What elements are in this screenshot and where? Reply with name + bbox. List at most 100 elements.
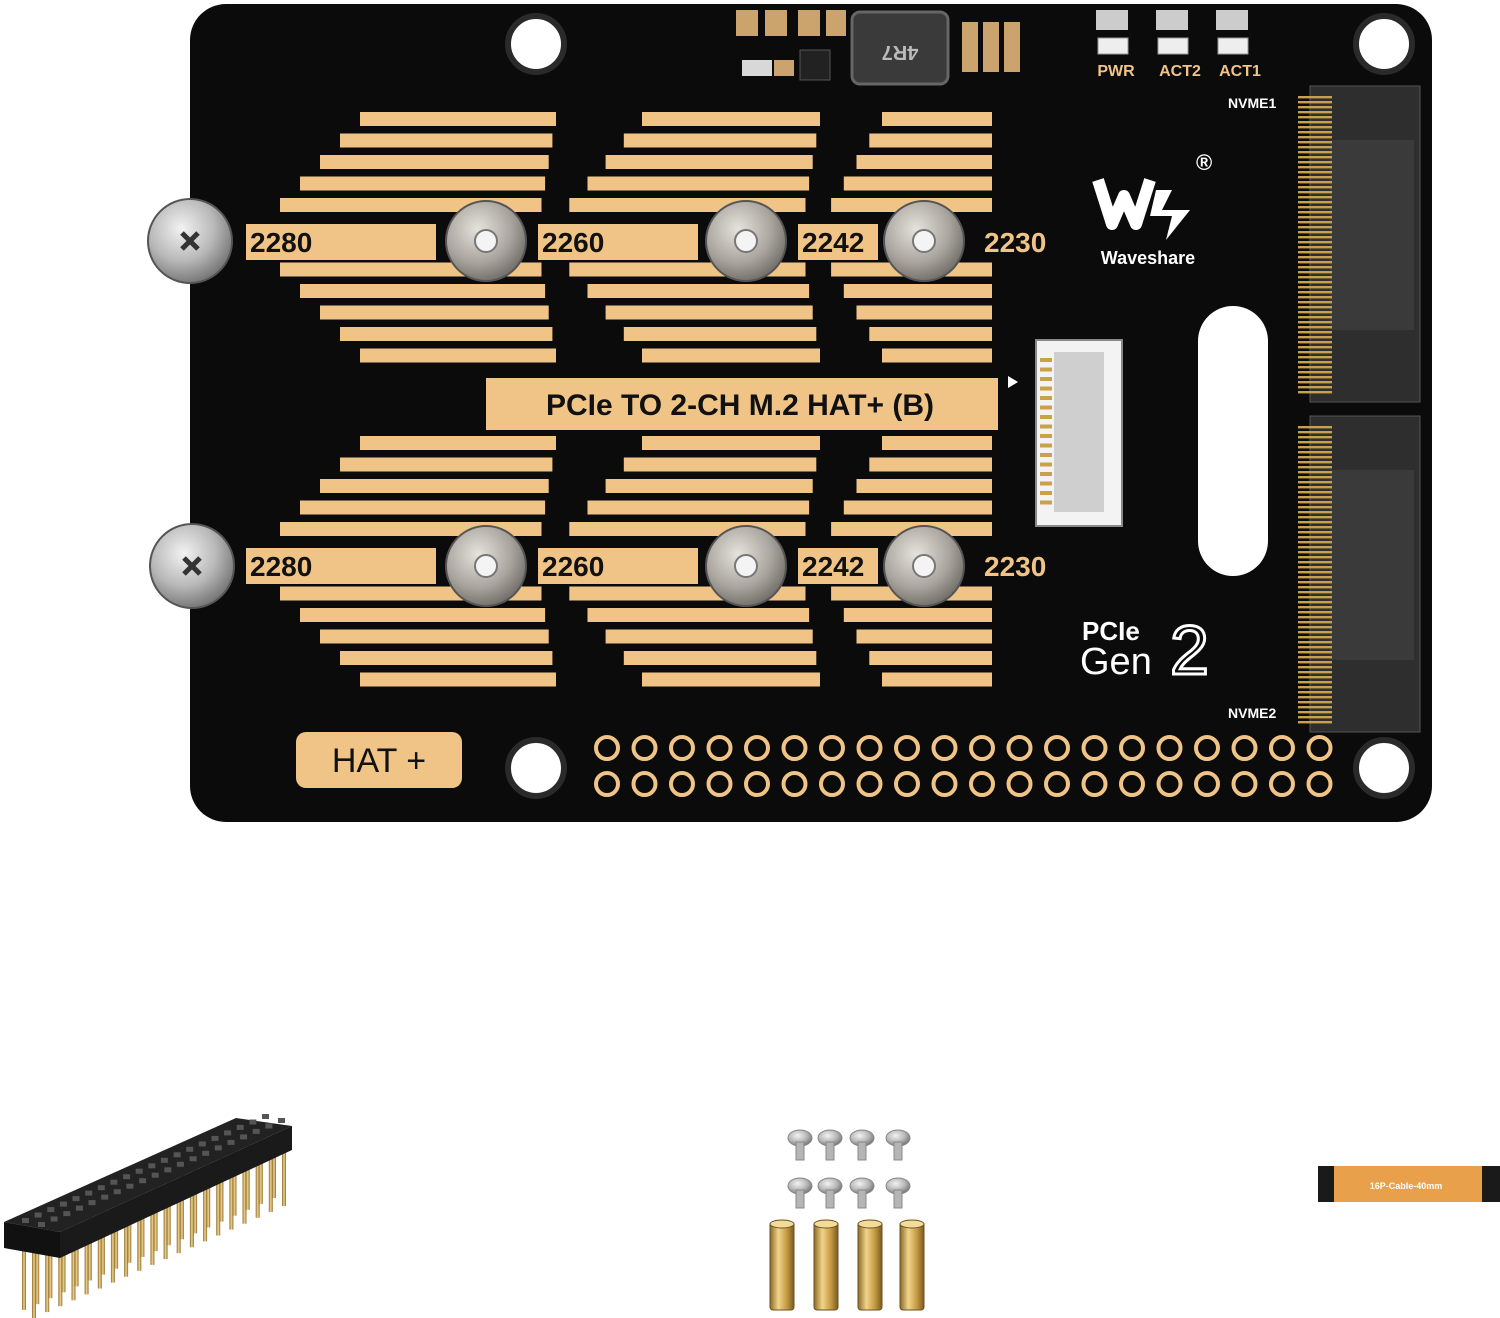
m2-pin	[1298, 141, 1332, 144]
standoff-hole	[474, 229, 498, 253]
m2-pin	[1298, 531, 1332, 534]
m2-pin	[1298, 276, 1332, 279]
m2-pin	[1298, 151, 1332, 154]
brass-standoff-top	[857, 1219, 883, 1229]
m2-pin	[1298, 696, 1332, 699]
ffc-pin	[1040, 462, 1052, 467]
m2-pin	[1298, 676, 1332, 679]
m2-pin	[1298, 391, 1332, 394]
board-cutout-slot	[1198, 306, 1268, 576]
ffc-connector	[1035, 339, 1123, 527]
header-pin	[258, 1133, 263, 1204]
thumb-screw-top	[147, 198, 233, 284]
m2-pin	[1298, 486, 1332, 489]
header-pin	[255, 1143, 260, 1218]
pcb-board: 4R7 PWR ACT2 ACT1 PCIe TO 2-CH M.2 HAT+ …	[147, 4, 1432, 822]
m2-pin	[1298, 661, 1332, 664]
m2-pin	[1298, 181, 1332, 184]
header-pin	[150, 1190, 155, 1265]
m2-pin	[1298, 566, 1332, 569]
gpio-hole	[669, 735, 695, 761]
board-title: PCIe TO 2-CH M.2 HAT+ (B)	[546, 389, 934, 422]
gold-stripe	[587, 176, 810, 191]
m2-pin	[1298, 366, 1332, 369]
led-label-act2: ACT2	[1159, 63, 1201, 80]
header-socket-hole	[34, 1212, 42, 1218]
gpio-hole	[594, 735, 620, 761]
gpio-hole	[894, 771, 920, 797]
gold-stripe	[869, 457, 992, 472]
m2-pin	[1298, 586, 1332, 589]
header-socket-hole	[72, 1196, 80, 1202]
m2-pin	[1298, 226, 1332, 229]
m2-pin	[1298, 186, 1332, 189]
gold-stripe	[843, 608, 992, 622]
size-labels-bottom: 2280 2260 2242 2230	[246, 548, 1046, 584]
gold-stripe	[623, 327, 817, 341]
gold-stripe	[856, 155, 992, 169]
header-pin	[206, 1157, 211, 1228]
m2-pin	[1298, 556, 1332, 559]
screw-thread	[795, 1189, 805, 1209]
m2-pin	[1298, 101, 1332, 104]
ffc-pin	[1040, 405, 1052, 410]
gpio-hole	[819, 771, 845, 797]
gpio-hole	[744, 771, 770, 797]
gpio-hole	[781, 735, 808, 761]
screw-thread	[893, 1141, 903, 1161]
gold-stripe	[605, 155, 813, 169]
header-socket-hole	[198, 1141, 206, 1147]
gpio-hole	[744, 735, 770, 761]
m2-pin	[1298, 706, 1332, 709]
m2-pin	[1298, 126, 1332, 129]
gpio-hole	[1006, 735, 1033, 761]
m2-pin	[1298, 371, 1332, 374]
m2-pin	[1298, 591, 1332, 594]
header-pin	[124, 1202, 129, 1277]
header-pin	[100, 1204, 105, 1275]
header-pin	[48, 1228, 53, 1299]
ffc-pin	[1040, 367, 1052, 372]
screw-thread	[825, 1189, 835, 1209]
gpio-hole	[631, 735, 658, 761]
header-socket-hole	[249, 1119, 257, 1125]
header-pin	[166, 1175, 171, 1246]
m2-pin	[1298, 251, 1332, 254]
header-pin	[203, 1167, 208, 1242]
header-socket-hole	[38, 1222, 45, 1227]
mounting-hole-top-right	[1353, 13, 1415, 75]
m2-pin	[1298, 656, 1332, 659]
m2-pin	[1298, 386, 1332, 389]
gpio-hole	[1044, 771, 1070, 797]
gold-stripe	[843, 500, 992, 515]
brass-standoff	[899, 1221, 925, 1311]
header-socket-hole	[211, 1135, 219, 1141]
gold-stripe	[300, 500, 546, 515]
header-socket-hole	[160, 1157, 168, 1163]
m2-pin	[1298, 506, 1332, 509]
gpio-hole	[856, 735, 883, 761]
header-pin	[272, 1128, 276, 1198]
screw-thread	[795, 1141, 805, 1161]
header-socket-hole	[47, 1207, 55, 1213]
gpio-hole	[669, 771, 695, 797]
gpio-hole	[1231, 735, 1258, 761]
m2-pin	[1298, 311, 1332, 314]
header-socket-hole	[101, 1194, 109, 1200]
header-socket-hole	[63, 1211, 71, 1217]
gold-stripe	[642, 436, 820, 450]
m2-pin	[1298, 691, 1332, 694]
m2-pin	[1298, 606, 1332, 609]
gold-stripe	[360, 348, 556, 363]
header-socket-hole	[262, 1114, 269, 1119]
m2-pin	[1298, 536, 1332, 539]
brass-standoff-top	[899, 1219, 925, 1229]
gpio-hole	[1006, 771, 1033, 797]
m2-pin	[1298, 476, 1332, 479]
gold-stripe	[869, 133, 992, 148]
header-pin	[84, 1220, 89, 1295]
header-socket-hole	[214, 1145, 222, 1151]
m2-pin	[1298, 341, 1332, 344]
m2-pin	[1298, 121, 1332, 124]
